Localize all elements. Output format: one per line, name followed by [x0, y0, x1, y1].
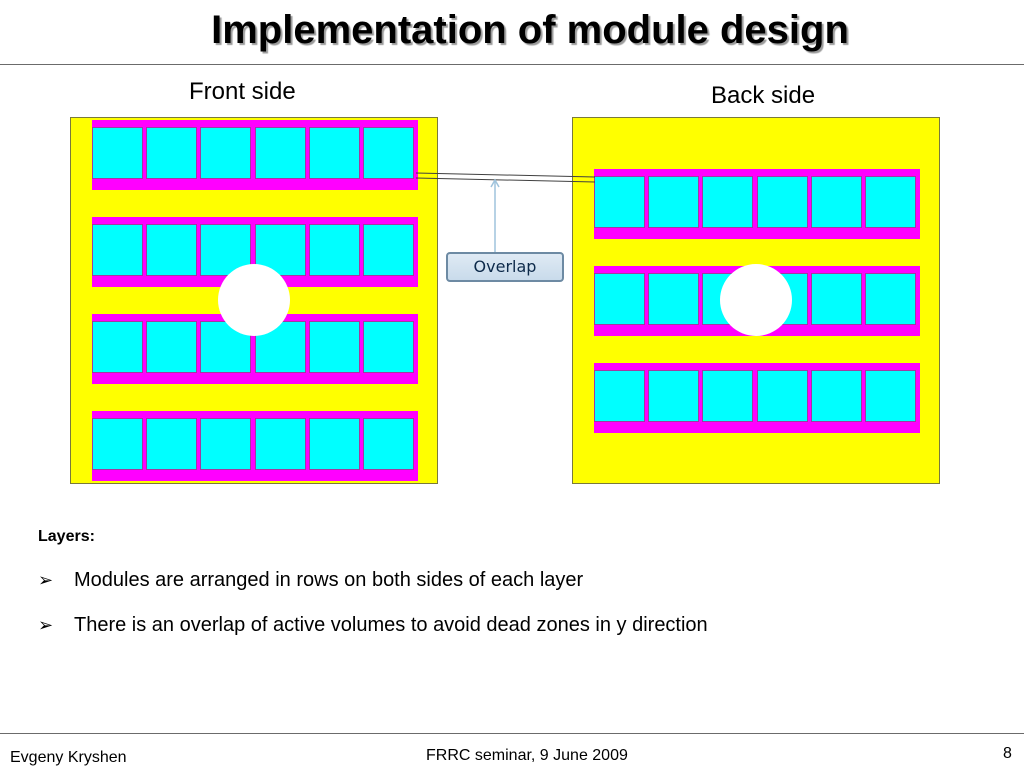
footer-event: FRRC seminar, 9 June 2009 [426, 747, 628, 764]
sensor-module [255, 418, 306, 470]
sensor-module [648, 370, 699, 422]
front-module-row [92, 314, 418, 384]
sensor-module [865, 370, 916, 422]
sensor-module [865, 176, 916, 228]
sensor-module [146, 224, 197, 276]
sensor-module [146, 321, 197, 373]
arrow-bullet-icon: ➢ [38, 570, 54, 591]
sensor-module [811, 370, 862, 422]
title-divider [0, 64, 1024, 65]
sensor-module [811, 273, 862, 325]
footer-divider [0, 733, 1024, 734]
slide-title: Implementation of module design [211, 8, 849, 52]
sensor-module [92, 418, 143, 470]
bullet-text: Modules are arranged in rows on both sid… [74, 569, 584, 591]
footer-author: Evgeny Kryshen [10, 749, 127, 766]
sensor-module [757, 370, 808, 422]
beam-pipe-hole [218, 264, 290, 336]
bullet-item: ➢ Modules are arranged in rows on both si… [38, 569, 583, 592]
sensor-module [255, 127, 306, 179]
back-module-row [594, 363, 920, 433]
sensor-module [92, 321, 143, 373]
sensor-module [648, 273, 699, 325]
back-module-row [594, 169, 920, 239]
front-module-row [92, 120, 418, 190]
overlap-callout: Overlap [446, 252, 564, 282]
overlap-line-bottom [415, 177, 596, 183]
sensor-module [757, 176, 808, 228]
sensor-module [200, 321, 251, 373]
back-side-label: Back side [711, 82, 816, 109]
sensor-module [363, 321, 414, 373]
sensor-module [309, 418, 360, 470]
sensor-module [146, 418, 197, 470]
sensor-module [92, 224, 143, 276]
bullet-item: ➢ There is an overlap of active volumes t… [38, 614, 708, 637]
sensor-module [309, 224, 360, 276]
bullet-text: There is an overlap of active volumes to… [74, 614, 708, 636]
sensor-module [648, 176, 699, 228]
front-module-row [92, 411, 418, 481]
sensor-module [594, 273, 645, 325]
sensor-module [363, 127, 414, 179]
sensor-module [594, 370, 645, 422]
layers-heading: Layers: [38, 528, 95, 545]
sensor-module [309, 321, 360, 373]
overlap-line-top [415, 172, 596, 178]
sensor-module [200, 127, 251, 179]
sensor-module [865, 273, 916, 325]
sensor-module [92, 127, 143, 179]
arrow-bullet-icon: ➢ [38, 615, 54, 636]
sensor-module [811, 176, 862, 228]
front-side-label: Front side [189, 78, 296, 105]
page-number: 8 [1003, 745, 1012, 762]
sensor-module [146, 127, 197, 179]
back-side-panel [572, 117, 940, 484]
sensor-module [363, 224, 414, 276]
sensor-module [702, 370, 753, 422]
sensor-module [309, 127, 360, 179]
beam-pipe-hole [720, 264, 792, 336]
sensor-module [702, 176, 753, 228]
overlap-arrowhead-icon [490, 178, 500, 188]
sensor-module [594, 176, 645, 228]
sensor-module [200, 418, 251, 470]
front-side-panel [70, 117, 438, 484]
sensor-module [363, 418, 414, 470]
